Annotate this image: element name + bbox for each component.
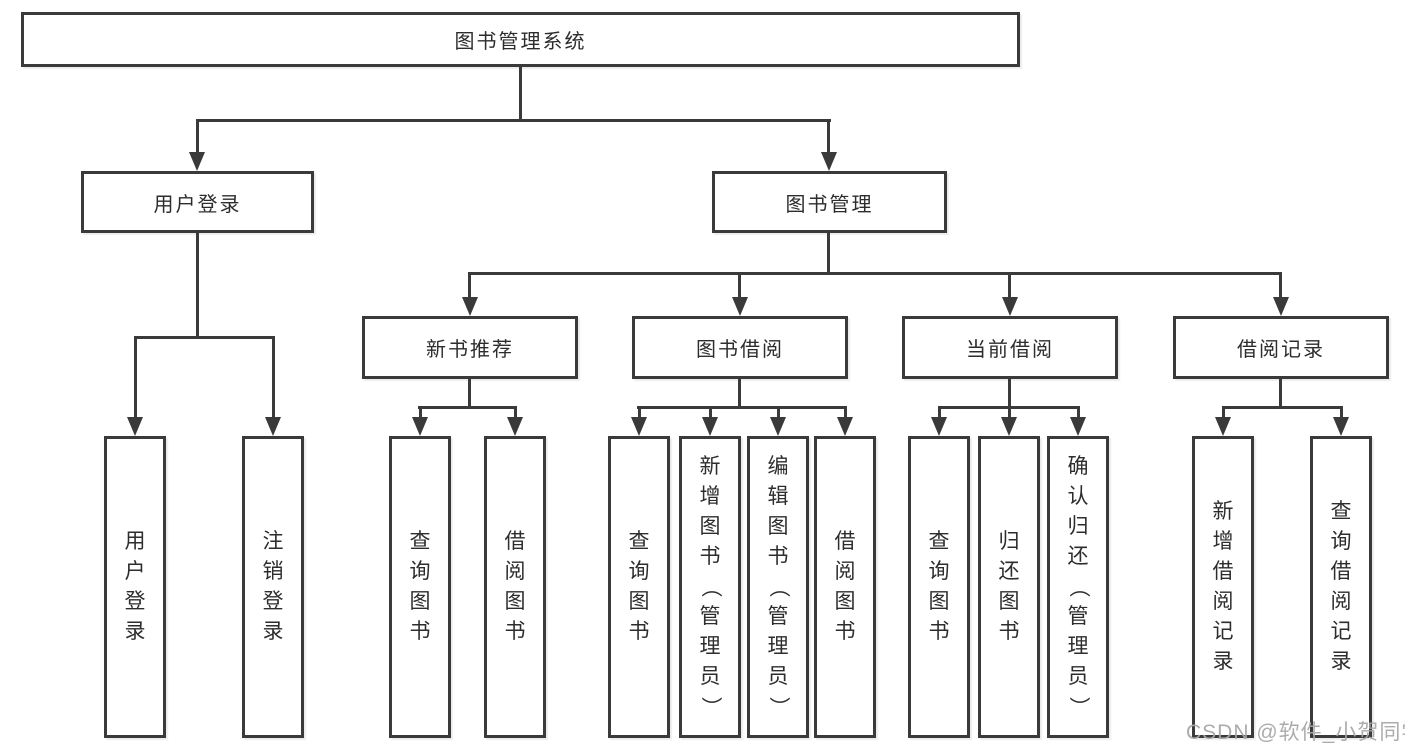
arrowhead-down	[837, 417, 853, 436]
connector-stem	[827, 233, 830, 272]
node-book-borrowing: 图书借阅	[632, 316, 848, 379]
connector-branch	[418, 406, 516, 409]
leaf-user-login: 用户登录	[104, 436, 166, 738]
arrowhead-down	[1070, 417, 1086, 436]
connector-branch	[468, 272, 1282, 275]
leaf-return-books: 归还图书	[978, 436, 1040, 738]
arrowhead-down	[631, 417, 647, 436]
leaf-query-books-current: 查询图书	[908, 436, 970, 738]
arrowhead-down	[1002, 297, 1018, 316]
connector-drop	[514, 406, 517, 418]
arrowhead-down	[1215, 417, 1231, 436]
connector-drop	[827, 119, 830, 153]
leaf-query-borrow-record: 查询借阅记录	[1310, 436, 1372, 738]
connector-drop	[844, 406, 847, 418]
connector-drop	[1008, 406, 1011, 418]
connector-stem	[1279, 379, 1282, 406]
connector-branch	[637, 406, 846, 409]
arrowhead-down	[1333, 417, 1349, 436]
node-current-borrowing: 当前借阅	[902, 316, 1118, 379]
connector-drop	[196, 119, 199, 153]
connector-stem	[196, 233, 199, 336]
arrowhead-down	[1001, 417, 1017, 436]
watermark: CSDN @软件_小贺同学	[1186, 721, 1405, 744]
connector-branch	[1222, 406, 1342, 409]
connector-drop	[1008, 272, 1011, 297]
arrowhead-down	[412, 417, 428, 436]
arrowhead-down	[462, 297, 478, 316]
connector-branch	[196, 119, 831, 122]
connector-drop	[134, 336, 137, 418]
arrowhead-down	[931, 417, 947, 436]
node-new-book-recommend: 新书推荐	[362, 316, 578, 379]
node-borrowing-records: 借阅记录	[1173, 316, 1389, 379]
connector-drop	[738, 272, 741, 297]
connector-drop	[777, 406, 780, 418]
connector-drop	[709, 406, 712, 418]
connector-drop	[1340, 406, 1343, 418]
arrowhead-down	[1273, 297, 1289, 316]
node-book-management: 图书管理	[712, 171, 947, 233]
connector-stem	[1008, 379, 1011, 406]
leaf-query-books-borrowing: 查询图书	[608, 436, 670, 738]
arrowhead-down	[189, 152, 205, 171]
arrowhead-down	[507, 417, 523, 436]
connector-drop	[938, 406, 941, 418]
connector-branch	[134, 336, 275, 339]
connector-drop	[419, 406, 422, 418]
leaf-edit-books-admin: 编辑图书（管理员）	[747, 436, 809, 738]
arrowhead-down	[265, 417, 281, 436]
connector-stem	[468, 379, 471, 406]
leaf-add-borrow-record: 新增借阅记录	[1192, 436, 1254, 738]
connector-stem	[519, 67, 522, 119]
arrowhead-down	[702, 417, 718, 436]
leaf-add-books-admin: 新增图书（管理员）	[679, 436, 741, 738]
arrowhead-down	[127, 417, 143, 436]
leaf-confirm-return-admin: 确认归还（管理员）	[1047, 436, 1109, 738]
node-user-login: 用户登录	[81, 171, 314, 233]
connector-stem	[738, 379, 741, 406]
leaf-borrow-books: 借阅图书	[814, 436, 876, 738]
leaf-borrow-books-recommend: 借阅图书	[484, 436, 546, 738]
connector-drop	[1222, 406, 1225, 418]
connector-drop	[1077, 406, 1080, 418]
node-root-book-management-system: 图书管理系统	[21, 12, 1020, 67]
leaf-logout: 注销登录	[242, 436, 304, 738]
connector-drop	[468, 272, 471, 297]
leaf-query-books-recommend: 查询图书	[389, 436, 451, 738]
arrowhead-down	[821, 152, 837, 171]
connector-drop	[1279, 272, 1282, 297]
connector-drop	[638, 406, 641, 418]
connector-drop	[272, 336, 275, 418]
arrowhead-down	[732, 297, 748, 316]
arrowhead-down	[770, 417, 786, 436]
